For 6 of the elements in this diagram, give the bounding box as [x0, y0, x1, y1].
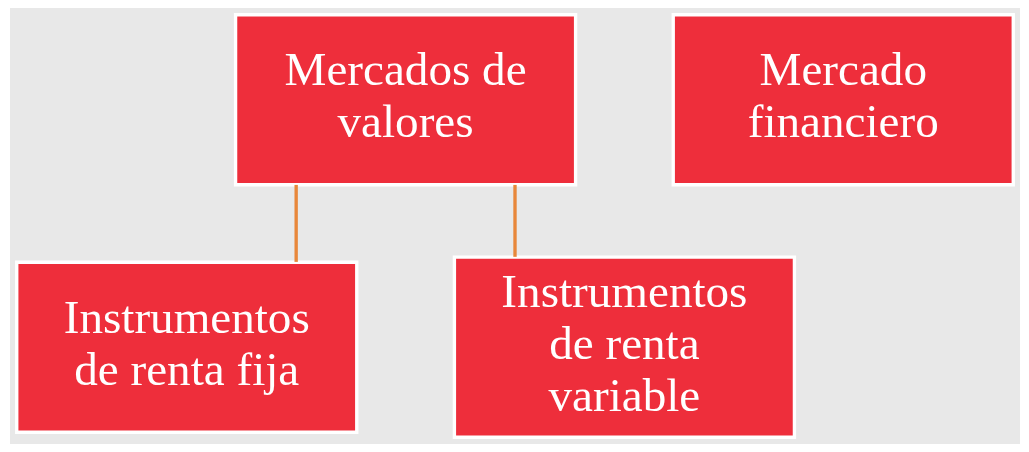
node-box: Instrumentos de renta fija	[14, 260, 358, 434]
connector	[294, 184, 298, 262]
node-box: Mercados de valores	[233, 13, 577, 187]
connector	[512, 184, 517, 257]
node-box: Instrumentos de renta variable	[452, 255, 796, 439]
node-box: Mercado financiero	[671, 13, 1015, 187]
